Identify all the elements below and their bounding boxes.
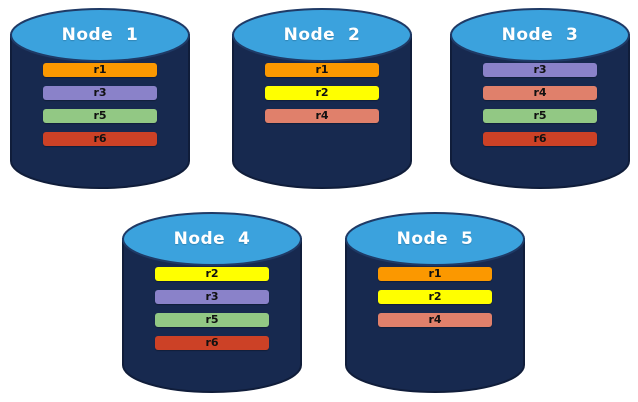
record-list: r1 r3 r5 r6 [10, 63, 190, 146]
record-bar[interactable]: r6 [483, 132, 597, 146]
record-bar[interactable]: r4 [483, 86, 597, 100]
record-bar[interactable]: r4 [378, 313, 492, 327]
record-bar[interactable]: r2 [378, 290, 492, 304]
record-bar[interactable]: r6 [155, 336, 269, 350]
record-bar[interactable]: r3 [155, 290, 269, 304]
record-list: r1 r2 r4 [345, 267, 525, 327]
record-bar[interactable]: r1 [378, 267, 492, 281]
record-bar[interactable]: r2 [155, 267, 269, 281]
record-bar[interactable]: r3 [483, 63, 597, 77]
record-bar[interactable]: r1 [43, 63, 157, 77]
record-bar[interactable]: r3 [43, 86, 157, 100]
record-list: r2 r3 r5 r6 [122, 267, 302, 350]
record-bar[interactable]: r4 [265, 109, 379, 123]
cylinder-top-disc [345, 212, 525, 266]
record-bar[interactable]: r5 [155, 313, 269, 327]
record-bar[interactable]: r1 [265, 63, 379, 77]
record-list: r3 r4 r5 r6 [450, 63, 630, 146]
record-bar[interactable]: r5 [483, 109, 597, 123]
cylinder-top-disc [232, 8, 412, 62]
cylinder-top-disc [10, 8, 190, 62]
record-bar[interactable]: r6 [43, 132, 157, 146]
record-bar[interactable]: r5 [43, 109, 157, 123]
cylinder-top-disc [450, 8, 630, 62]
record-bar[interactable]: r2 [265, 86, 379, 100]
cylinder-top-disc [122, 212, 302, 266]
record-list: r1 r2 r4 [232, 63, 412, 123]
